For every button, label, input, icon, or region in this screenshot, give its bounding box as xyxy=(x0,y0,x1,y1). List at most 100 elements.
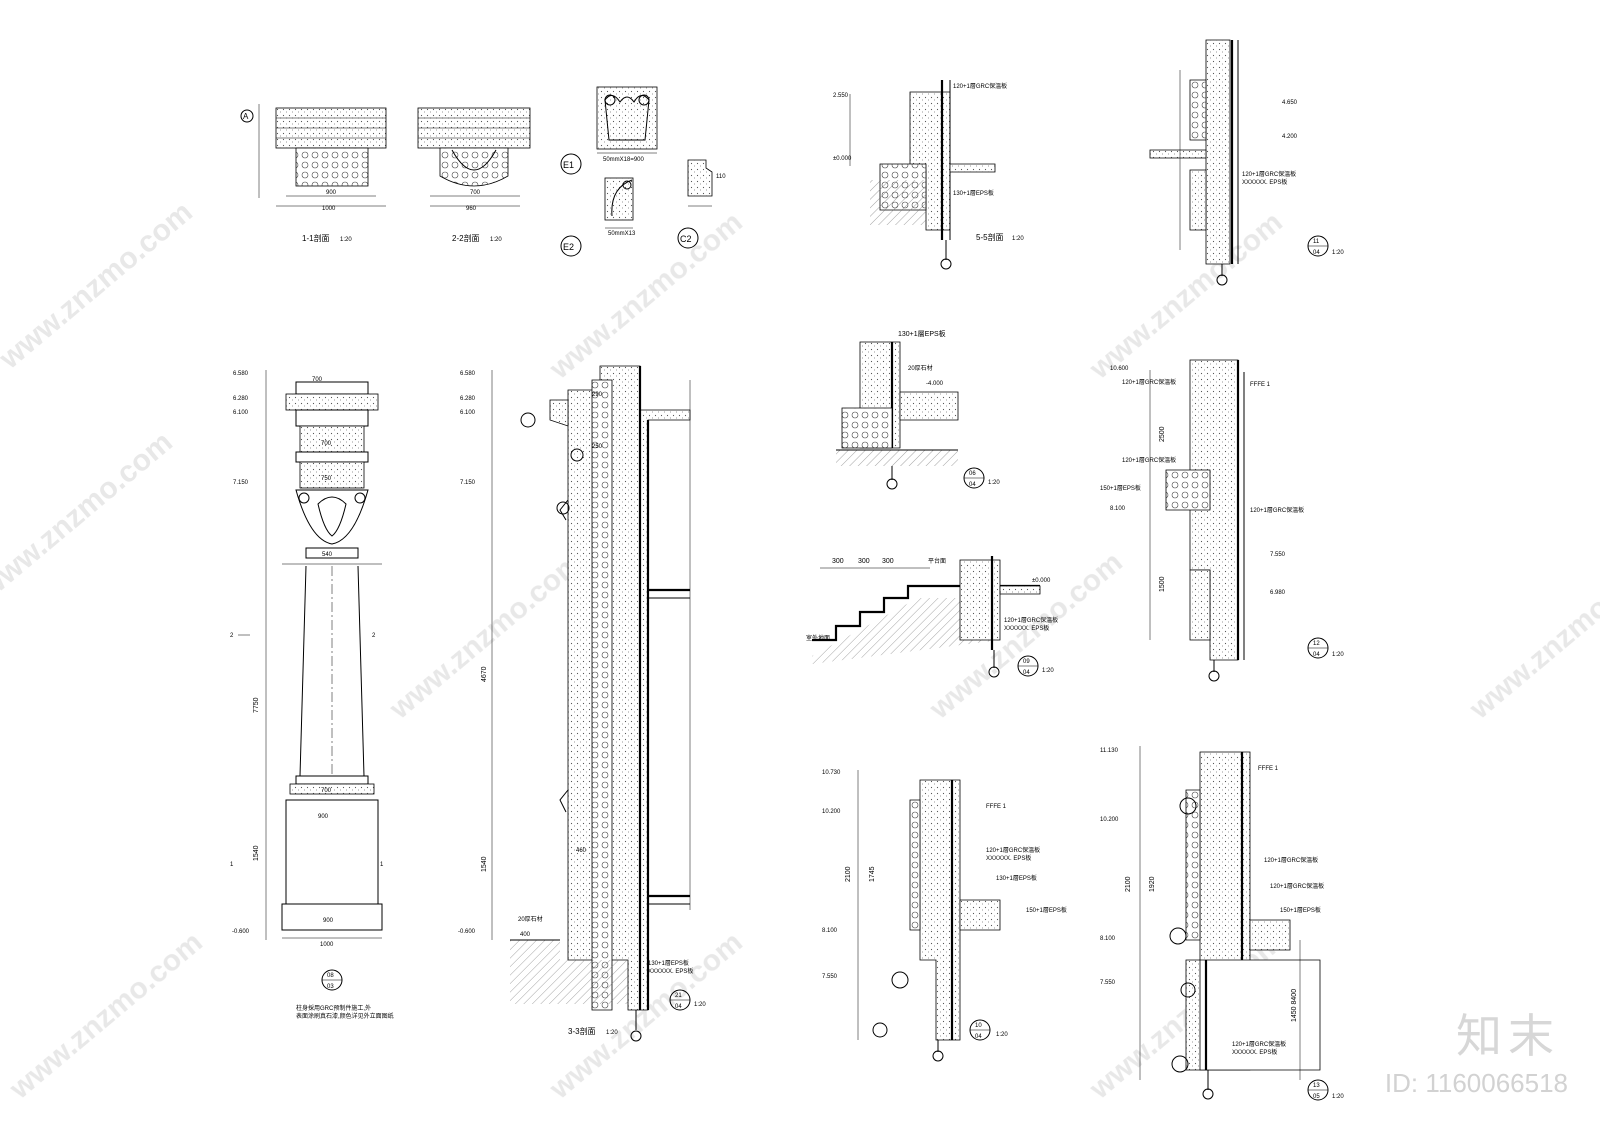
note: 120+1層GRC保溫板 xyxy=(1242,170,1296,178)
elevation-label: 7.150 xyxy=(460,480,476,486)
detail-13: 11.130 10.200 8.100 7.550 2100 1920 FFFE… xyxy=(1100,746,1344,1101)
elevation-label: 10.600 xyxy=(1110,366,1129,372)
dim-label: 540 xyxy=(322,552,333,558)
dim-label: 1540 xyxy=(253,845,260,861)
detail-mark-top: 13 xyxy=(1313,1083,1320,1089)
detail-mark-bottom: 05 xyxy=(1313,1094,1320,1100)
stair-top-label: 平台面 xyxy=(928,557,946,565)
note: FFFE 1 xyxy=(1258,766,1279,772)
note: 150+1層EPS板 xyxy=(1100,484,1141,492)
brand-watermark: 知末 xyxy=(1456,1009,1560,1063)
dim-label: 50mmX18=900 xyxy=(603,157,645,163)
elevation-label: 4.650 xyxy=(1282,100,1298,106)
column-note: 表面涂刷真石漆,颜色详见外立面图纸 xyxy=(296,1012,394,1020)
elevation-label: 4.200 xyxy=(1282,134,1298,140)
dim-label: 700 xyxy=(312,377,323,383)
elevation-label: 11.130 xyxy=(1100,748,1119,754)
section-2-2: 700 960 2-2剖面 1:20 xyxy=(417,107,531,243)
note: 150+1層EPS板 xyxy=(1026,906,1067,914)
section-mark: 2 xyxy=(372,633,376,639)
elevation-label: 8.100 xyxy=(1100,936,1116,942)
dim-label: 2500 xyxy=(1159,426,1166,442)
detail-scale: 1:20 xyxy=(694,1002,706,1008)
elevation-label: 2.550 xyxy=(833,93,849,99)
note: 130+1層EPS板 xyxy=(898,329,946,338)
detail-mark-top: 11 xyxy=(1313,239,1320,245)
elevation-label: 7.550 xyxy=(822,974,838,980)
note: XXXXXX. EPS板 xyxy=(1232,1048,1277,1056)
dim-label: 1920 xyxy=(1149,876,1156,892)
dim-label: 2100 xyxy=(1125,876,1132,892)
section-3-3: 6.580 6.280 6.100 7.150 -0.600 4670 1540… xyxy=(458,365,706,1042)
detail-11: 120+1層GRC保溫板 XXXXXX. EPS板 4.650 4.200 11… xyxy=(1149,39,1344,286)
dim-label: 1450 8400 xyxy=(1291,989,1298,1022)
column-elevation: 6.580 6.280 6.100 7.150 -0.600 7750 1540… xyxy=(230,370,394,1020)
note: 130+1層EPS板 xyxy=(648,959,689,967)
section-5-5: 2.550 ±0.000 120+1層GRC保溫板 130+1層EPS板 5-5… xyxy=(833,80,1024,270)
note: 120+1層GRC保溫板 xyxy=(1270,882,1324,890)
caption-scale: 1:20 xyxy=(340,237,352,243)
note: XXXXXX. EPS板 xyxy=(648,967,693,975)
detail-09: 300 300 300 平台面 ±0.000 120+1層GRC保溫板 XXXX… xyxy=(806,556,1058,678)
dim-label: 1500 xyxy=(1159,576,1166,592)
note: FFFE 1 xyxy=(1250,382,1271,388)
dim-label: 400 xyxy=(520,932,531,938)
dim-label: 1540 xyxy=(481,856,488,872)
detail-scale: 1:20 xyxy=(996,1032,1008,1038)
dim-label: 7750 xyxy=(253,697,260,713)
caption-2-2: 2-2剖面 xyxy=(452,233,480,243)
dim-label: 460 xyxy=(576,848,587,854)
watermark-layer: www.znzmo.com www.znzmo.com www.znzmo.co… xyxy=(0,195,1600,1106)
note: FFFE 1 xyxy=(986,804,1007,810)
detail-mark-bottom: 03 xyxy=(327,984,334,990)
note: 20厚石材 xyxy=(518,915,543,923)
watermark-text: www.znzmo.com xyxy=(543,205,749,386)
column-note: 柱身採用GRC预制件施工,外 xyxy=(296,1004,371,1012)
caption-3-3: 3-3剖面 xyxy=(568,1026,596,1036)
dim-label: 4670 xyxy=(481,666,488,682)
note: 120+1層GRC保溫板 xyxy=(1122,378,1176,386)
detail-e1: E1 xyxy=(563,160,574,170)
detail-mark-top: 12 xyxy=(1313,641,1320,647)
watermark-text: www.znzmo.com xyxy=(1083,205,1289,386)
note: 130+1層EPS板 xyxy=(953,189,994,197)
watermark-text: www.znzmo.com xyxy=(0,195,199,376)
elevation-label: 10.200 xyxy=(1100,817,1119,823)
detail-mark-bottom: 04 xyxy=(969,482,976,488)
detail-06: 130+1層EPS板 20厚石材 -4.000 06 04 1:20 xyxy=(836,329,1000,490)
elevation-label: 6.580 xyxy=(460,371,476,377)
dim-label: 900 xyxy=(326,190,337,196)
detail-10: 10.730 10.200 8.100 7.550 2100 1745 FFFE… xyxy=(822,770,1067,1062)
elevation-label: 7.550 xyxy=(1100,980,1116,986)
detail-scale: 1:20 xyxy=(1332,250,1344,256)
elevation-label: ±0.000 xyxy=(1032,578,1051,584)
watermark-text: www.znzmo.com xyxy=(3,925,209,1106)
ornament-details: 50mmX18=900 E1 50mmX13 E2 110 C2 xyxy=(560,86,726,257)
elevation-label: 6.580 xyxy=(233,371,249,377)
note: XXXXXX. EPS板 xyxy=(1004,624,1049,632)
dim-label: 110 xyxy=(716,174,726,180)
caption-scale: 1:20 xyxy=(1012,236,1024,242)
elevation-label: 6.280 xyxy=(460,396,476,402)
note: 150+1層EPS板 xyxy=(1280,906,1321,914)
note: 120+1層GRC保溫板 xyxy=(1264,856,1318,864)
watermark-text: www.znzmo.com xyxy=(1463,545,1600,726)
detail-mark-bottom: 04 xyxy=(675,1004,682,1010)
detail-mark-top: 09 xyxy=(1023,659,1030,665)
caption-scale: 1:20 xyxy=(606,1030,618,1036)
dim-label: 900 xyxy=(323,918,334,924)
dim-label: 2100 xyxy=(845,866,852,882)
detail-e2: E2 xyxy=(563,242,574,252)
note: XXXXXX. EPS板 xyxy=(1242,178,1287,186)
elevation-label: ±0.000 xyxy=(833,156,852,162)
stair-ground-label: 室外地面 xyxy=(806,634,830,642)
note: 120+1層GRC保溫板 xyxy=(1232,1040,1286,1048)
section-mark: 2 xyxy=(230,633,234,639)
note: 120+1層GRC保溫板 xyxy=(1250,506,1304,514)
note: 120+1層GRC保溫板 xyxy=(986,846,1040,854)
dim-label: 1000 xyxy=(322,206,336,212)
note: 130+1層EPS板 xyxy=(996,874,1037,882)
dim-label: 1745 xyxy=(869,866,876,882)
watermark-text: www.znzmo.com xyxy=(0,425,179,606)
